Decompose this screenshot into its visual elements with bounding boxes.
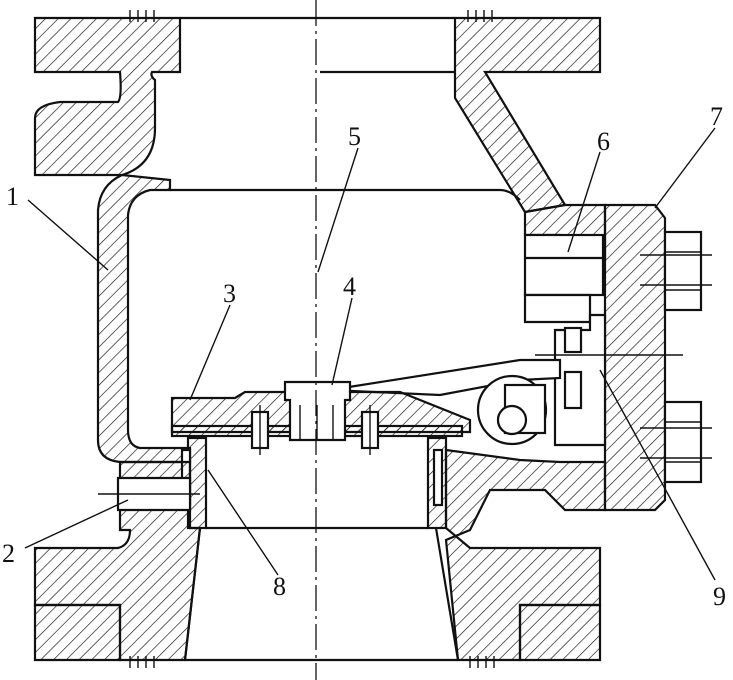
callout-6: 6 [597,127,610,156]
bottom-flange-right [518,603,602,662]
callout-3: 3 [223,279,236,308]
bore-taper-left [183,527,202,661]
hinge-pin-lower [563,370,583,410]
seat-face-right [432,448,444,507]
callout-4: 4 [343,272,356,301]
bore-taper-right [434,527,460,661]
upper-cover-bolt [640,230,712,312]
top-flange-right [453,16,602,214]
callout-8: 8 [273,572,286,601]
callout-9: 9 [713,582,726,611]
bonnet-cavity [523,233,605,297]
callout-5: 5 [348,122,361,151]
top-flange-left [33,16,182,177]
bonnet-lower-wall [523,293,592,324]
body-wall-left [96,173,192,464]
bottom-flange-left [33,603,122,662]
disc-screw-right [360,405,380,455]
callout-2: 2 [2,539,15,568]
swing-arm [329,358,562,397]
arm-pin [496,404,528,436]
callout-1: 1 [6,182,19,211]
leader-lines [24,127,716,581]
lower-cover-bolt [640,400,712,484]
chamber-outline [170,188,521,201]
body-lower-right [444,448,607,662]
hinge-pin-upper [563,326,583,354]
side-cover-plate [603,203,667,512]
disc-screw-left [250,405,270,455]
callout-7: 7 [710,102,723,131]
weld-marks [129,10,495,668]
